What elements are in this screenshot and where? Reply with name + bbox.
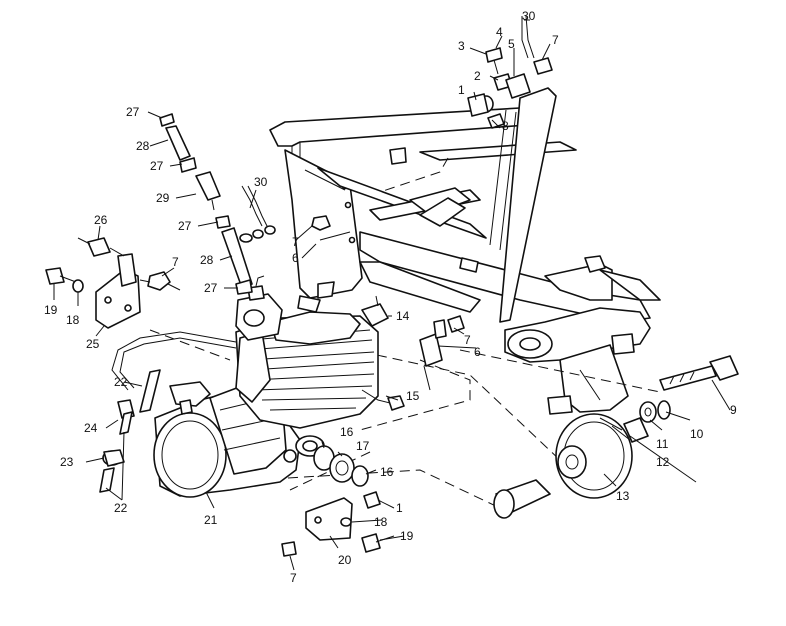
- callout-29: 29: [156, 191, 170, 205]
- callout-24: 24: [84, 421, 98, 435]
- callout-27: 27: [178, 219, 192, 233]
- frame: [269, 87, 661, 415]
- callout-18: 18: [66, 313, 80, 327]
- callout-22: 22: [114, 501, 128, 515]
- callout-labels: 1 1 2 3 4 5 6 6 7 7 7 7 7 8 9 10 11 12 1…: [44, 9, 737, 585]
- callout-27: 27: [126, 105, 140, 119]
- callout-30: 30: [522, 9, 536, 23]
- callout-19: 19: [400, 529, 414, 543]
- callout-7: 7: [464, 333, 471, 347]
- callout-27: 27: [150, 159, 164, 173]
- callout-19: 19: [44, 303, 58, 317]
- callout-1: 1: [458, 83, 465, 97]
- callout-25: 25: [86, 337, 100, 351]
- callout-7: 7: [292, 235, 299, 249]
- callout-5: 5: [508, 37, 515, 51]
- callout-9: 9: [730, 403, 737, 417]
- callout-16: 16: [380, 465, 394, 479]
- center-hardware: [361, 295, 465, 391]
- callout-6: 6: [292, 251, 299, 265]
- callout-4: 4: [496, 25, 503, 39]
- clutch-assembly: [493, 355, 739, 519]
- callout-8: 8: [502, 119, 509, 133]
- callout-13: 13: [616, 489, 630, 503]
- callout-28: 28: [200, 253, 214, 267]
- callout-15: 15: [406, 389, 420, 403]
- engine-assembly: [153, 275, 405, 498]
- callout-6: 6: [474, 345, 481, 359]
- callout-28: 28: [136, 139, 150, 153]
- callout-1: 1: [396, 501, 403, 515]
- callout-7: 7: [290, 571, 297, 585]
- top-hardware: [467, 15, 553, 129]
- callout-7: 7: [552, 33, 559, 47]
- assembly-lines: [149, 157, 661, 509]
- callout-18: 18: [374, 515, 388, 529]
- callout-22: 22: [114, 375, 128, 389]
- callout-26: 26: [94, 213, 108, 227]
- callout-10: 10: [690, 427, 704, 441]
- callout-21: 21: [204, 513, 218, 527]
- callout-27: 27: [204, 281, 218, 295]
- callout-11: 11: [656, 437, 669, 451]
- callout-23: 23: [60, 455, 74, 469]
- left-mount-bracket: [45, 237, 181, 329]
- callout-16: 16: [340, 425, 354, 439]
- callout-17: 17: [356, 439, 370, 453]
- callout-2: 2: [474, 69, 481, 83]
- callout-3: 3: [458, 39, 465, 53]
- fuel-system: [99, 113, 331, 493]
- callout-12: 12: [656, 455, 670, 469]
- callout-30: 30: [254, 175, 268, 189]
- callout-7: 7: [172, 255, 179, 269]
- callout-20: 20: [338, 553, 352, 567]
- callout-14: 14: [396, 309, 410, 323]
- leader-lines: [53, 19, 731, 571]
- lower-mount-bracket: [281, 445, 395, 557]
